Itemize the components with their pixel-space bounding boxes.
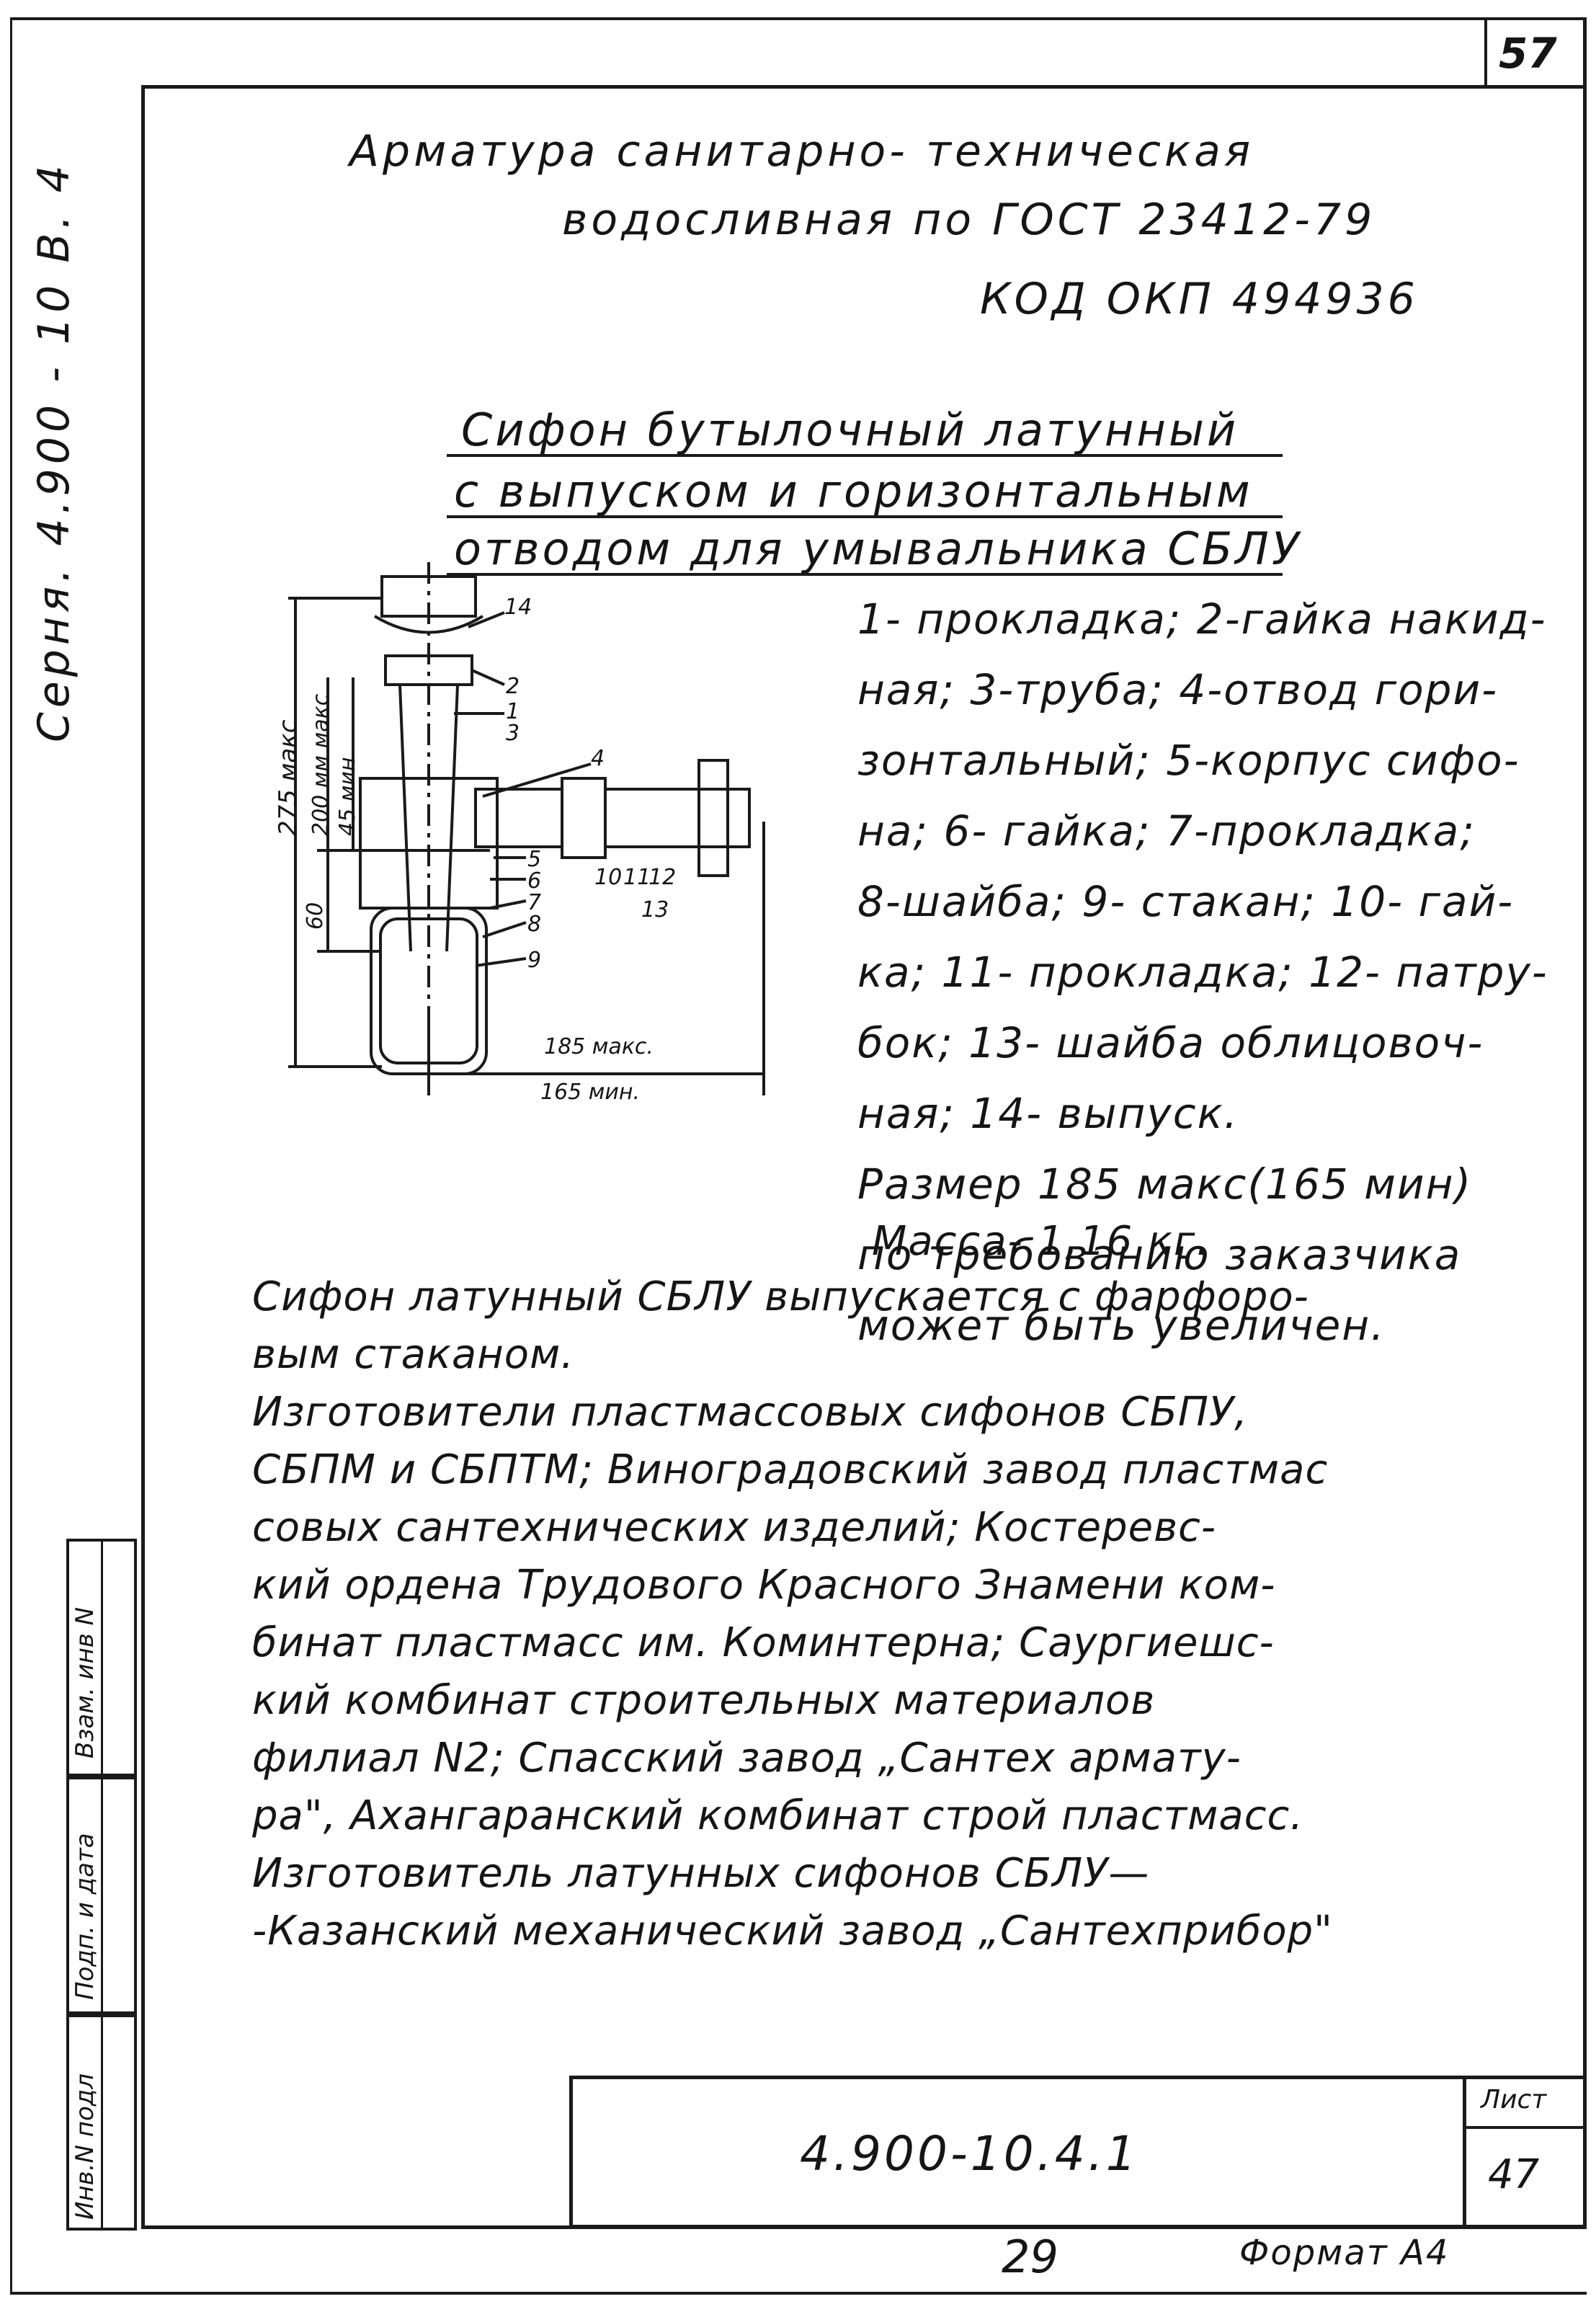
outer-left-line	[10, 17, 12, 2295]
legend-line: на; 6- гайка; 7-прокладка;	[857, 806, 1476, 855]
callout-1: 1	[506, 699, 520, 724]
header-code: КОД ОКП 494936	[980, 274, 1419, 324]
header-line2: водосливная по ГОСТ 23412-79	[562, 195, 1376, 245]
format-label: Формат А4	[1239, 2233, 1450, 2273]
callout-5: 5	[527, 847, 542, 872]
legend-line: Размер 185 макс(165 мин)	[857, 1160, 1473, 1209]
stamp-inv-no: Инв.N подл	[71, 2073, 99, 2220]
title-block	[569, 2076, 1587, 2228]
mass: Масса- 1,16 кг.	[872, 1218, 1211, 1265]
body-line: кий комбинат строительных материалов	[252, 1677, 1156, 1724]
title-block-sheet-line	[1463, 2126, 1587, 2129]
body-line: бинат пластмасс им. Коминтерна; Саургиеш…	[252, 1619, 1275, 1666]
body-line: Сифон латунный СБЛУ выпускается с фарфор…	[252, 1273, 1309, 1320]
product-title-line1: Сифон бутылочный латунный	[461, 404, 1239, 456]
callout-3: 3	[506, 721, 520, 746]
callout-7: 7	[527, 890, 542, 915]
callout-11: 11	[623, 865, 651, 890]
legend-line: бок; 13- шайба облицовоч-	[857, 1018, 1484, 1067]
siphon-drawing: 14 2 1 3 4 5 6 7 8 9 10 11 12 13 275 мак…	[274, 548, 829, 1105]
callout-4: 4	[591, 746, 605, 771]
series-label: Серня. 4.900 - 10 В. 4	[29, 161, 79, 742]
dim-200: 200 мм макс	[308, 693, 334, 836]
outer-bottom-line	[10, 2292, 1587, 2295]
dim-275: 275 макс	[274, 719, 303, 836]
callout-14: 14	[504, 595, 532, 620]
frame-right	[1583, 17, 1587, 2228]
title-block-divider	[1463, 2076, 1466, 2228]
product-title-line3: отводом для умывальника СБЛУ	[454, 522, 1302, 575]
product-title-underline1	[447, 454, 1283, 457]
frame-left	[141, 85, 145, 2228]
header-line1: Арматура санитарно- техническая	[349, 126, 1254, 177]
doc-code: 4.900-10.4.1	[800, 2126, 1139, 2182]
callout-8: 8	[527, 912, 542, 937]
page-number: 29	[1002, 2231, 1058, 2283]
legend-line: 1- прокладка; 2-гайка накид-	[857, 595, 1547, 644]
title-sheet-number: 47	[1488, 2151, 1540, 2198]
outer-top-line	[10, 17, 1587, 20]
manufacturers-text: Сифон латунный СБЛУ выпускается с фарфор…	[252, 1268, 1571, 1960]
dim-165: 165 мин.	[540, 1080, 641, 1105]
callout-9: 9	[527, 948, 542, 973]
legend-line: может быть увеличен.	[857, 1301, 1386, 1350]
legend-line: 8-шайба; 9- стакан; 10- гай-	[857, 877, 1515, 926]
body-line: филиал N2; Спасский завод „Сантех армату…	[252, 1735, 1241, 1782]
dim-60: 60	[303, 902, 328, 930]
dim-45: 45 мин	[335, 757, 360, 836]
stamp-divider	[101, 1539, 103, 2231]
legend-line: ка; 11- прокладка; 12- патру-	[857, 948, 1548, 997]
body-line: кий ордена Трудового Красного Знамени ко…	[252, 1562, 1276, 1609]
body-line: -Казанский механический завод „Сантехпри…	[252, 1908, 1333, 1955]
callout-13: 13	[641, 897, 669, 922]
callout-6: 6	[527, 868, 542, 894]
body-line: СБПМ и СБПТМ; Виноградовский завод пласт…	[252, 1446, 1329, 1493]
siphon-drawing-svg	[288, 562, 765, 1095]
body-line: Изготовители пластмассовых сифонов СБПУ,	[252, 1389, 1248, 1436]
stamp-sign-date: Подп. и дата	[71, 1833, 99, 2000]
legend-line: ная; 14- выпуск.	[857, 1089, 1239, 1138]
body-line: Изготовитель латунных сифонов СБЛУ—	[252, 1850, 1150, 1897]
frame-top	[141, 85, 1587, 89]
sheet-box-left	[1484, 17, 1487, 88]
parts-legend: 1- прокладка; 2-гайка накид- ная; 3-труб…	[857, 584, 1571, 1361]
legend-line: зонтальный; 5-корпус сифо-	[857, 736, 1520, 785]
legend-line: ная; 3-труба; 4-отвод гори-	[857, 665, 1499, 714]
body-line: вым стаканом.	[252, 1331, 575, 1378]
sheet-label: Лист	[1481, 2085, 1547, 2115]
product-title-underline2	[447, 515, 1283, 518]
product-title-line2: с выпуском и горизонтальным	[454, 465, 1253, 517]
dim-185: 185 макс.	[544, 1034, 654, 1059]
callout-2: 2	[506, 674, 520, 699]
callout-12: 12	[648, 865, 677, 890]
stamp-replace-inv: Взам. инв N	[71, 1606, 99, 1758]
product-title-underline3	[447, 573, 1283, 576]
sheet-number: 57	[1499, 29, 1557, 78]
callout-10: 10	[594, 865, 623, 890]
body-line: ра", Ахангаранский комбинат строй пластм…	[252, 1792, 1304, 1839]
body-line: совых сантехнических изделий; Костеревс-	[252, 1504, 1217, 1551]
legend-line: по требованию заказчика	[857, 1230, 1462, 1279]
